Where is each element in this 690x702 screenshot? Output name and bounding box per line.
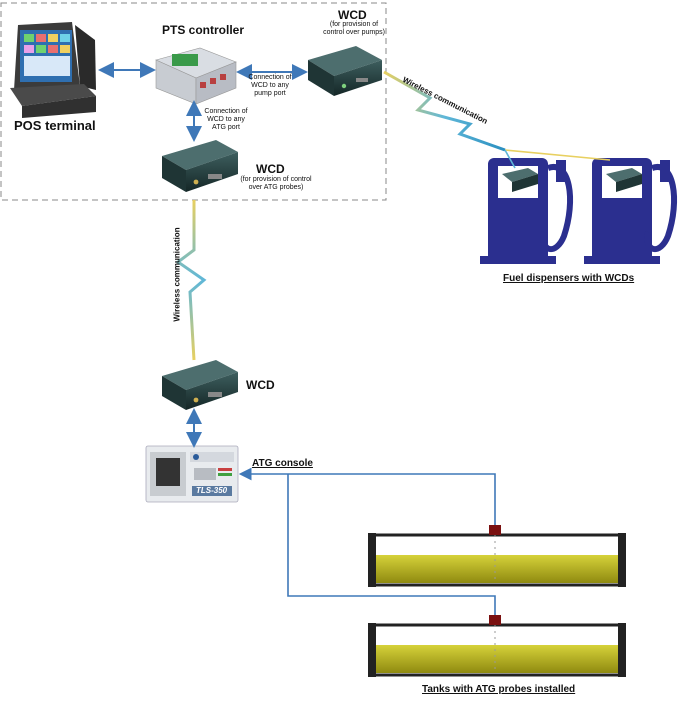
connection-atg-label: Connection of WCD to any ATG port (204, 108, 248, 131)
atg-console-label: ATG console (252, 458, 313, 469)
fuel-dispenser-1-icon (480, 158, 574, 264)
tls-label: TLS-350 (196, 486, 228, 495)
fuel-dispensers-label: Fuel dispensers with WCDs (503, 273, 635, 284)
wcd-atg-sublabel: (for provision of control over ATG probe… (240, 176, 312, 191)
wireless-link-atg (175, 200, 207, 361)
wcd-console-label: WCD (246, 378, 275, 392)
wcd-console-device-icon (162, 360, 238, 410)
atg-console-icon (145, 445, 239, 503)
wcd-pumps-device-icon (308, 46, 382, 96)
pts-controller-label: PTS controller (162, 23, 245, 37)
pos-terminal-label: POS terminal (14, 118, 96, 133)
wcd-pumps-sublabel: (for provision of control over pumps) (323, 21, 385, 36)
tanks-label: Tanks with ATG probes installed (422, 684, 576, 695)
wcd-atg-device-icon (162, 140, 238, 192)
connection-pump-label: Connection of WCD to any pump port (248, 74, 292, 97)
wcd-pumps-label: WCD (338, 8, 367, 22)
tank-2-icon (368, 615, 626, 677)
wcd-atg-label: WCD (256, 162, 285, 176)
wireless-atg-label: Wireless communication (172, 227, 182, 322)
probe-wire-1 (238, 467, 496, 525)
probe-wire-2 (287, 474, 496, 615)
fuel-dispenser-2-icon (584, 158, 678, 264)
pos-terminal-icon (10, 22, 96, 118)
pts-controller-icon (155, 47, 237, 105)
wireless-link-pumps (383, 70, 611, 169)
tank-1-icon (368, 525, 626, 587)
